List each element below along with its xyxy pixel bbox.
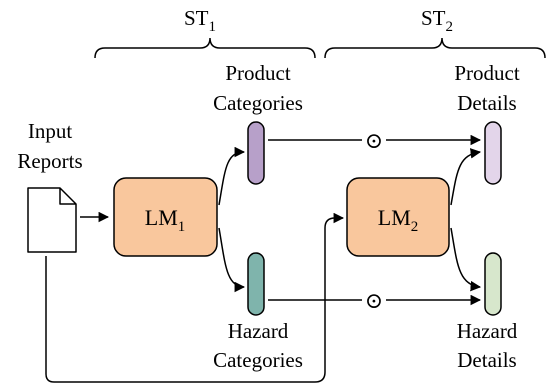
lm2-box (346, 177, 450, 257)
lm2-to-product-details-arrow (450, 148, 482, 206)
lm1-to-product-categories-arrow (218, 146, 246, 206)
hazard-categories-vector (247, 252, 265, 316)
lm1-box (113, 177, 218, 257)
stage-2-label: ST2 (421, 6, 453, 35)
product-categories-vector (247, 121, 265, 185)
hazard-details-label-line2: Details (457, 348, 516, 372)
stage-2-brace (324, 37, 546, 59)
hazard-categories-label-line1: Hazard (228, 319, 289, 343)
document-icon (27, 187, 77, 253)
lm1-label: LM1 (145, 205, 186, 235)
hazard-odot-operator: ⊙ (365, 288, 383, 313)
lm2-label: LM2 (378, 205, 419, 235)
lm1-to-hazard-categories-arrow (218, 227, 246, 293)
input-label-line1: Input (28, 119, 72, 143)
doc-to-lm2-bypass-arrow (45, 212, 345, 383)
product-details-vector (484, 121, 502, 185)
product-categories-label-line2: Categories (213, 91, 303, 115)
product-details-label-line2: Details (457, 91, 516, 115)
input-label-line2: Reports (17, 149, 82, 173)
hazard-categories-label-line2: Categories (213, 348, 303, 372)
hazard-details-vector (484, 252, 502, 316)
hazard-details-label-line1: Hazard (457, 319, 518, 343)
product-categories-label-line1: Product (225, 61, 290, 85)
product-odot-operator: ⊙ (365, 128, 383, 153)
lm2-to-hazard-details-arrow (450, 227, 482, 292)
stage-1-brace (94, 37, 316, 59)
stage-1-label: ST1 (184, 6, 216, 35)
product-details-label-line1: Product (454, 61, 519, 85)
